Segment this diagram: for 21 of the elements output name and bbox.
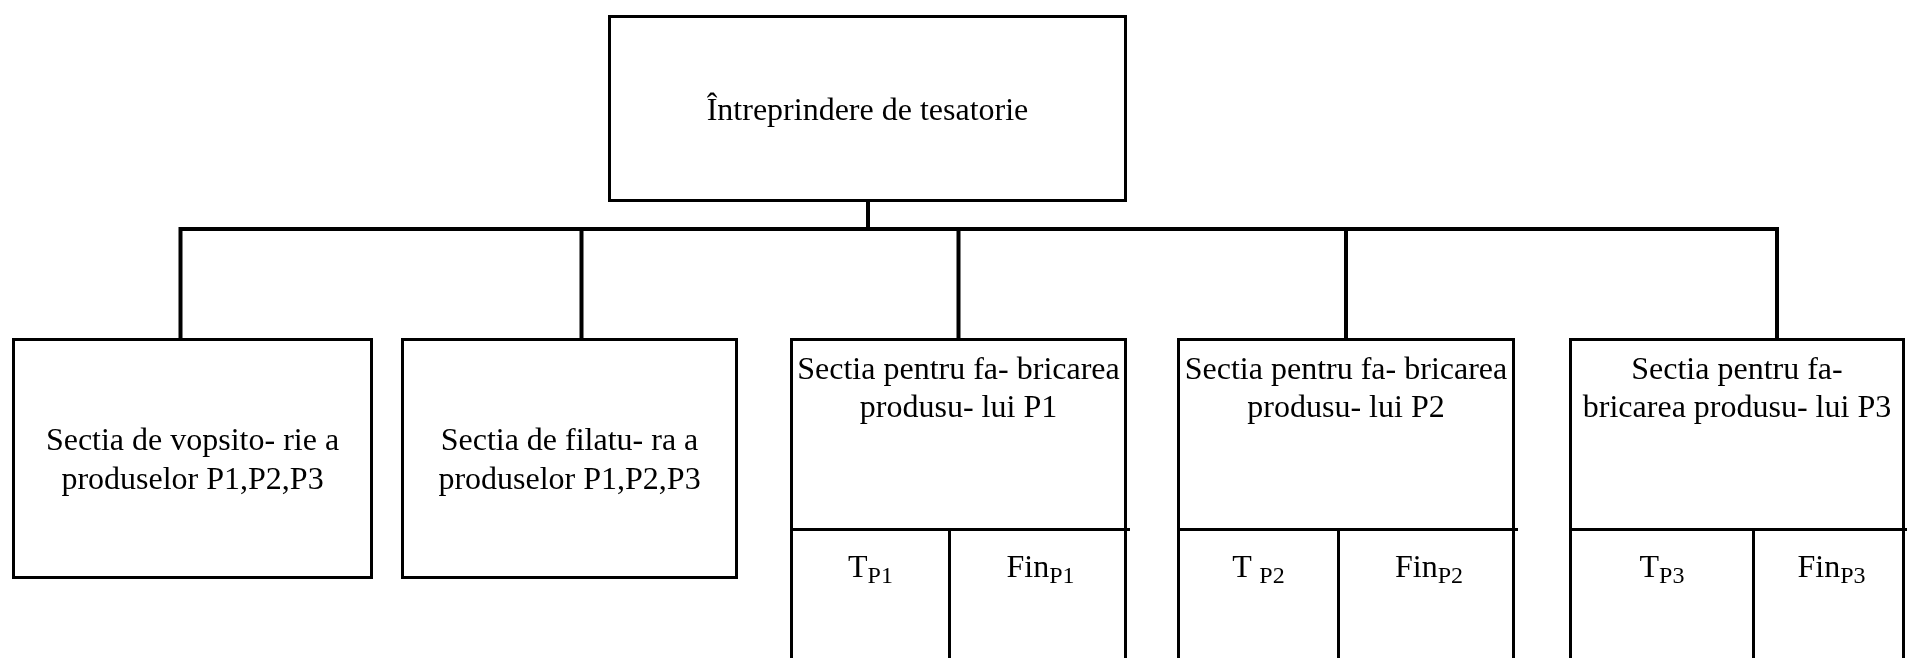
cell-label: T $_{P2}$	[1232, 547, 1285, 586]
sub-cell	[1752, 528, 1907, 658]
box-label: Sectia de filatu- ra a produselor P1,P2,P3	[437, 420, 702, 497]
cell-label: T$_{P1}$	[848, 547, 893, 586]
department-box	[1177, 338, 1515, 658]
cell-label: Fin$_{P1}$	[1006, 547, 1075, 586]
sub-cell	[948, 528, 1130, 658]
box-label: Sectia pentru fa- bricarea produsu- lui P2	[1184, 349, 1508, 427]
enterprise-box	[608, 15, 1127, 202]
department-box	[401, 338, 738, 579]
box-label: Întreprindere de tesatorie	[706, 89, 1029, 129]
box-label: Sectia pentru fa- bricarea produsu- lui P3	[1581, 349, 1893, 427]
cell-label: Fin$_{P3}$	[1797, 547, 1866, 586]
box-label: Sectia de vopsito- rie a produselor P1,P2,P3	[44, 420, 341, 497]
department-box	[12, 338, 373, 579]
department-box	[790, 338, 1127, 658]
sub-cell	[1337, 528, 1518, 658]
box-label: Sectia pentru fa- bricarea produsu- lui P1	[797, 349, 1120, 427]
cell-label: Fin$_{P2}$	[1394, 547, 1463, 586]
cell-label: T$_{P3}$	[1639, 547, 1685, 586]
department-box	[1569, 338, 1905, 658]
